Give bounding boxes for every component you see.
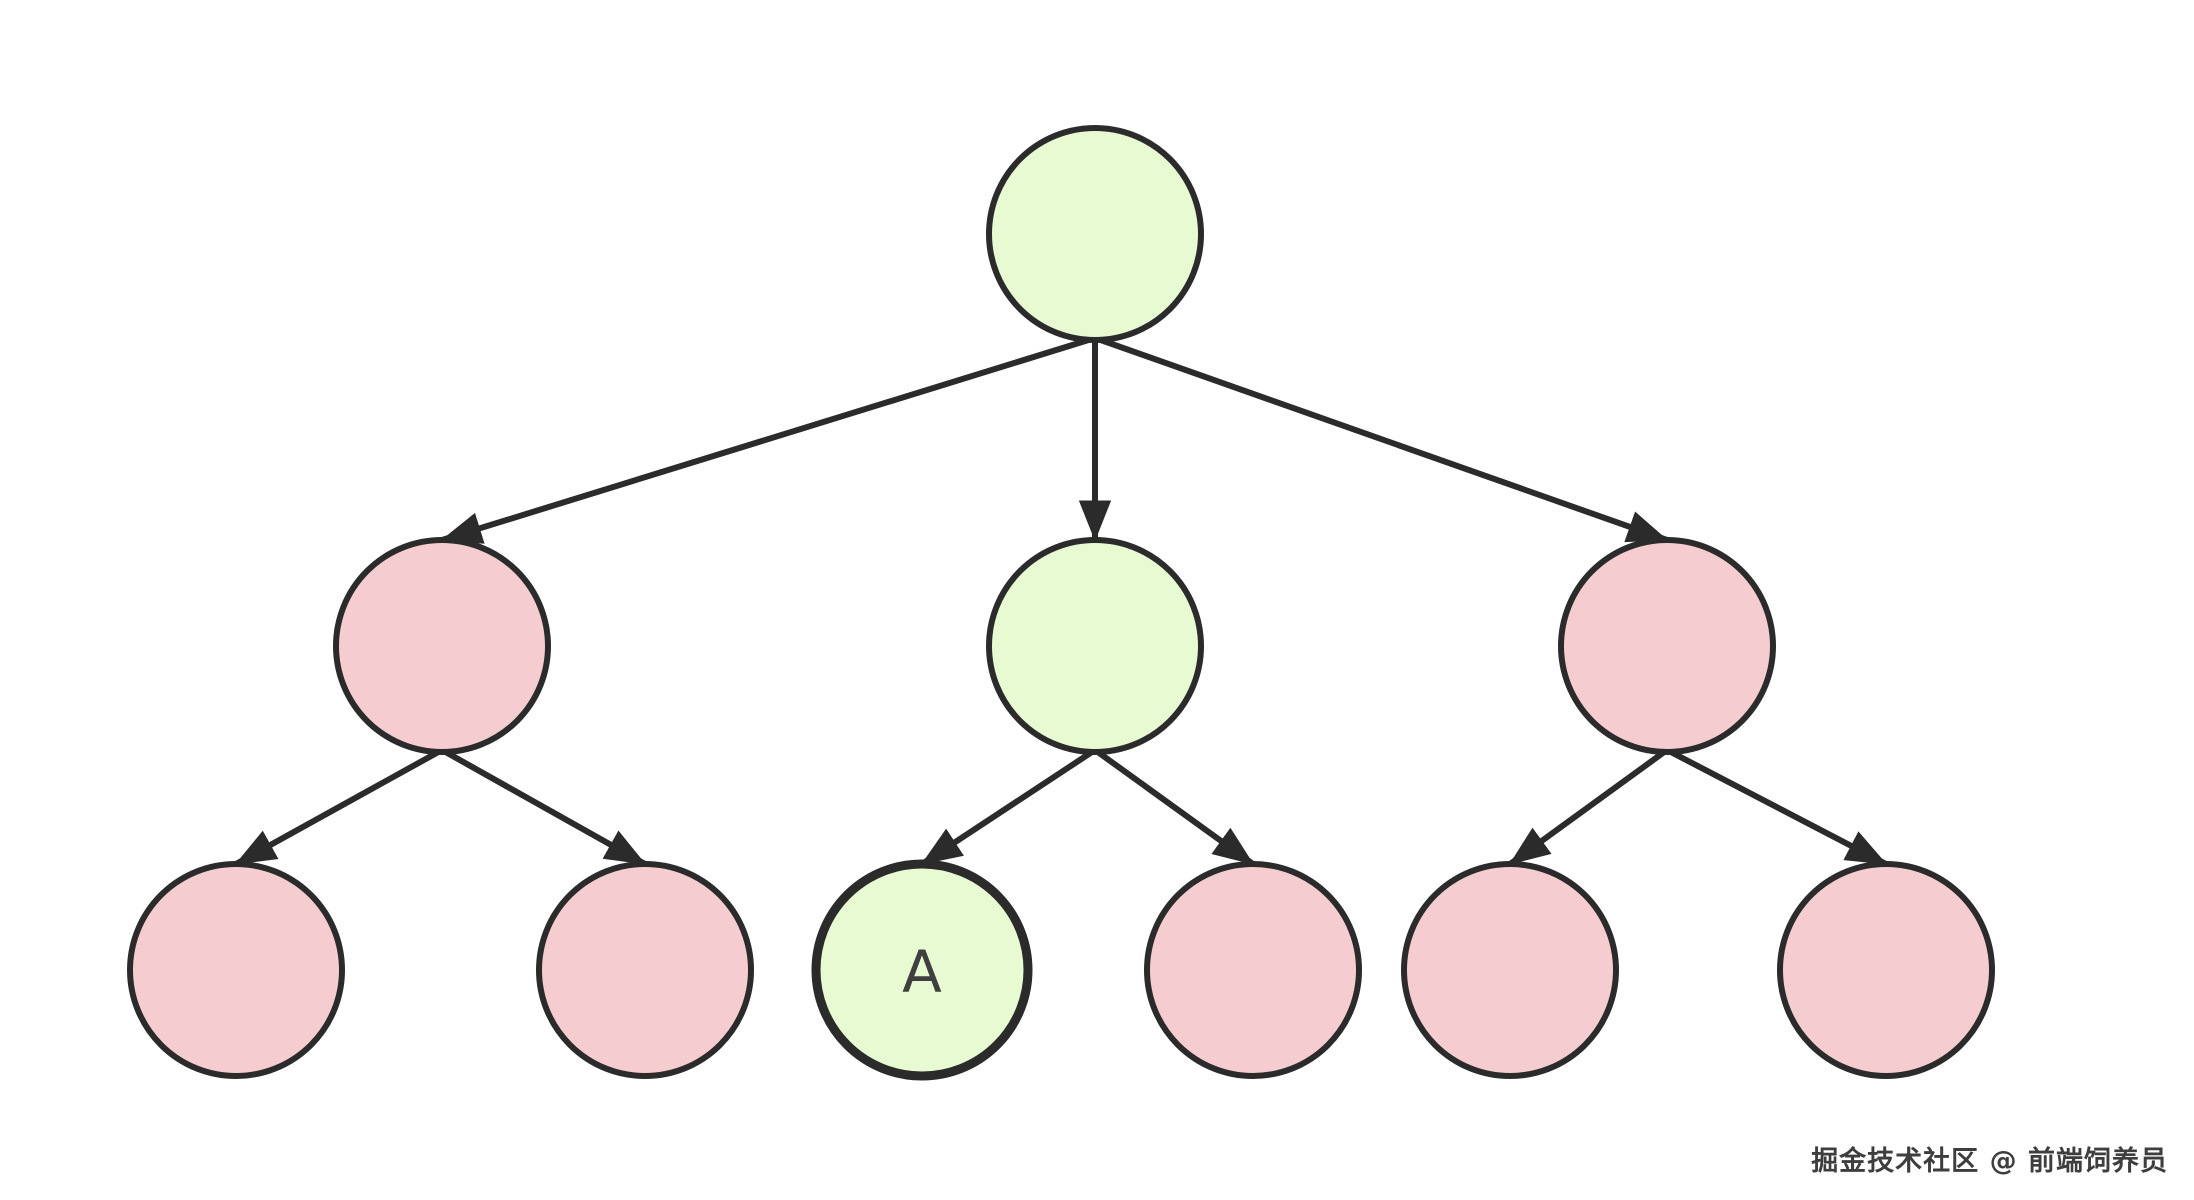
- tree-node-root: [986, 125, 1204, 343]
- tree-node-right-right: [1777, 861, 1995, 1079]
- node-layer: A: [127, 125, 1995, 1081]
- edge-middle-to-node-a: [920, 747, 1097, 867]
- edge-left-to-left-right: [440, 747, 647, 867]
- edge-left-to-left-left: [234, 747, 444, 867]
- tree-node-label-node-a: A: [902, 938, 942, 1006]
- tree-node-node-a: [811, 859, 1033, 1081]
- tree-node-middle: [986, 537, 1204, 755]
- edge-right-to-right-left: [1508, 747, 1669, 867]
- tree-node-left: [333, 537, 551, 755]
- watermark-text: 掘金技术社区 @ 前端饲养员: [1811, 1146, 2168, 1177]
- tree-node-left-right: [536, 861, 754, 1079]
- edge-middle-to-middle-right: [1093, 747, 1255, 867]
- tree-node-left-left: [127, 861, 345, 1079]
- edge-root-to-right: [1094, 335, 1669, 543]
- tree-node-middle-right: [1144, 861, 1362, 1079]
- edge-right-to-right-right: [1665, 747, 1888, 867]
- edge-root-to-left: [440, 335, 1096, 544]
- tree-node-right-left: [1401, 861, 1619, 1079]
- tree-node-right: [1558, 537, 1776, 755]
- edge-layer: [234, 335, 1888, 867]
